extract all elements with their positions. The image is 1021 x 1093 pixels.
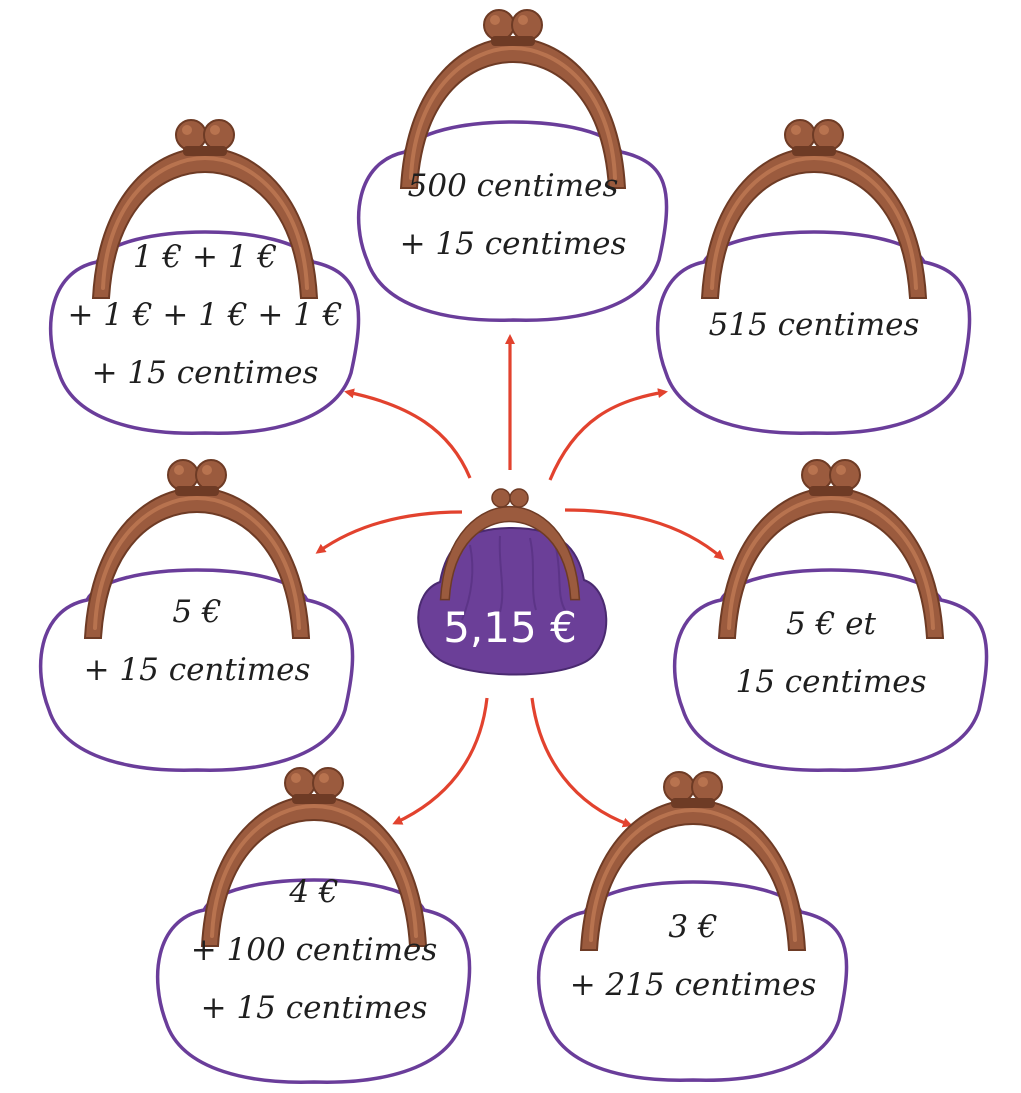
purse-top-left-clasp-knob-shine-right	[210, 125, 220, 135]
center-purse-fold-3	[529, 537, 537, 611]
purse-bottom-right: 3 € + 215 centimes	[536, 771, 849, 1082]
purse-top-clasp-knob-left	[483, 9, 515, 41]
purse-mid-right-clasp-hinge	[809, 486, 853, 496]
purse-top-right-clasp-knob-right	[812, 119, 844, 151]
purse-bottom-right-body	[536, 880, 849, 1082]
purse-top-left-clasp-hinge	[183, 146, 227, 156]
purse-top-right-line-1: 515 centimes	[709, 307, 920, 343]
purse-mid-right-line-1: 5 € et	[786, 606, 877, 642]
purse-bottom-right-clasp	[579, 771, 807, 951]
purse-mid-right-line-2: 15 centimes	[736, 664, 927, 700]
purse-top-left-line-1: 1 € + 1 €	[133, 239, 277, 275]
purse-bottom-left-clasp-knob-shine-right	[319, 773, 329, 783]
arrow-to-bottom-right	[530, 697, 633, 828]
purse-mid-left-clasp-knob-shine-left	[174, 465, 184, 475]
purse-bottom-left: 4 € + 100 centimes + 15 centimes	[155, 767, 472, 1084]
purse-bottom-left-line-2: + 100 centimes	[191, 932, 438, 968]
center-purse-fold-2	[498, 535, 504, 613]
purse-mid-left-clasp-knob-shine-right	[202, 465, 212, 475]
center-purse-clasp	[439, 488, 581, 601]
center-purse: 5,15 €	[417, 488, 608, 676]
purse-top-right-clasp	[700, 119, 928, 299]
purse-mid-right-body	[672, 568, 989, 772]
purse-bottom-left-clasp-hinge	[292, 794, 336, 804]
purse-bottom-left-clasp-knob-shine-left	[291, 773, 301, 783]
center-purse-group: 5,15 €	[417, 488, 608, 676]
purse-bottom-right-line-1: 3 €	[668, 909, 717, 945]
purse-mid-left: 5 € + 15 centimes	[38, 459, 355, 772]
purse-top-left: 1 € + 1 € + 1 € + 1 € + 1 € + 15 centimes	[48, 119, 361, 435]
purse-top-left-line-3: + 15 centimes	[92, 355, 319, 391]
arrow-to-bottom-left	[392, 697, 489, 825]
purse-top-right-clasp-hinge	[792, 146, 836, 156]
purse-bottom-left-clasp-knob-left	[284, 767, 316, 799]
purse-top-left-clasp-knob-right	[203, 119, 235, 151]
purse-mid-left-line-1: 5 €	[172, 594, 221, 630]
center-purse-fold-1	[461, 544, 474, 621]
purse-top-line-1: 500 centimes	[408, 168, 619, 204]
purse-bottom-left-line-1: 4 €	[288, 874, 338, 910]
arrows	[315, 334, 725, 828]
arrow-to-top-right	[548, 388, 668, 481]
purse-mid-right-clasp-knob-right	[829, 459, 861, 491]
purse-bottom-right-clasp-knob-right	[691, 771, 723, 803]
purse-top-clasp-knob-shine-left	[490, 15, 500, 25]
center-purse-knob-left	[491, 488, 511, 508]
purse-top-clasp	[399, 9, 627, 189]
purse-mid-right: 5 € et 15 centimes	[672, 459, 989, 772]
purse-bottom-left-line-3: + 15 centimes	[201, 990, 428, 1026]
center-purse-fold-4	[555, 547, 567, 613]
purse-top-right-clasp-knob-shine-right	[819, 125, 829, 135]
center-purse-label: 5,15 €	[443, 603, 577, 652]
purse-mid-left-clasp	[83, 459, 311, 639]
purse-top-clasp-knob-shine-right	[518, 15, 528, 25]
purse-mid-left-clasp-hinge	[175, 486, 219, 496]
purse-top-left-body	[48, 230, 361, 435]
purse-mid-right-clasp-knob-left	[801, 459, 833, 491]
purse-bottom-right-line-2: + 215 centimes	[570, 967, 817, 1003]
purse-top-left-line-2: + 1 € + 1 € + 1 €	[67, 297, 342, 333]
purse-bottom-right-clasp-knob-shine-right	[698, 777, 708, 787]
center-purse-knob-right	[509, 488, 529, 508]
purse-top-body	[356, 120, 669, 322]
purse-top-left-clasp	[91, 119, 319, 299]
purse-mid-left-clasp-knob-left	[167, 459, 199, 491]
purse-top-line-2: + 15 centimes	[400, 226, 627, 262]
purse-top-left-clasp-knob-shine-left	[182, 125, 192, 135]
arrow-to-mid-right	[564, 508, 725, 560]
purse-bottom-right-clasp-knob-left	[663, 771, 695, 803]
arrow-to-mid-left	[315, 510, 463, 554]
purse-mid-left-clasp-knob-right	[195, 459, 227, 491]
purse-mid-right-clasp-knob-shine-left	[808, 465, 818, 475]
purse-bottom-right-clasp-knob-shine-left	[670, 777, 680, 787]
purse-mid-left-body	[38, 568, 355, 772]
purses: 1 € + 1 €+ 1 € + 1 € + 1 €+ 15 centimes5…	[38, 9, 989, 1084]
purse-mid-right-clasp-knob-shine-right	[836, 465, 846, 475]
arrow-to-top-left	[344, 388, 472, 479]
purse-top-right: 515 centimes	[655, 119, 972, 435]
purse-bottom-left-clasp-knob-right	[312, 767, 344, 799]
purse-top-left-clasp-knob-left	[175, 119, 207, 151]
purse-mid-right-clasp	[717, 459, 945, 639]
purse-top-right-clasp-knob-shine-left	[791, 125, 801, 135]
purse-bottom-left-body	[155, 878, 472, 1084]
purse-top: 500 centimes + 15 centimes	[356, 9, 669, 322]
purse-top-clasp-hinge	[491, 36, 535, 46]
center-purse-body	[417, 526, 608, 676]
purse-top-right-clasp-knob-left	[784, 119, 816, 151]
purse-bottom-right-clasp-hinge	[671, 798, 715, 808]
purse-mid-left-line-2: + 15 centimes	[84, 652, 311, 688]
purse-bottom-left-clasp	[200, 767, 428, 947]
purse-top-right-body	[655, 230, 972, 435]
purse-top-clasp-knob-right	[511, 9, 543, 41]
